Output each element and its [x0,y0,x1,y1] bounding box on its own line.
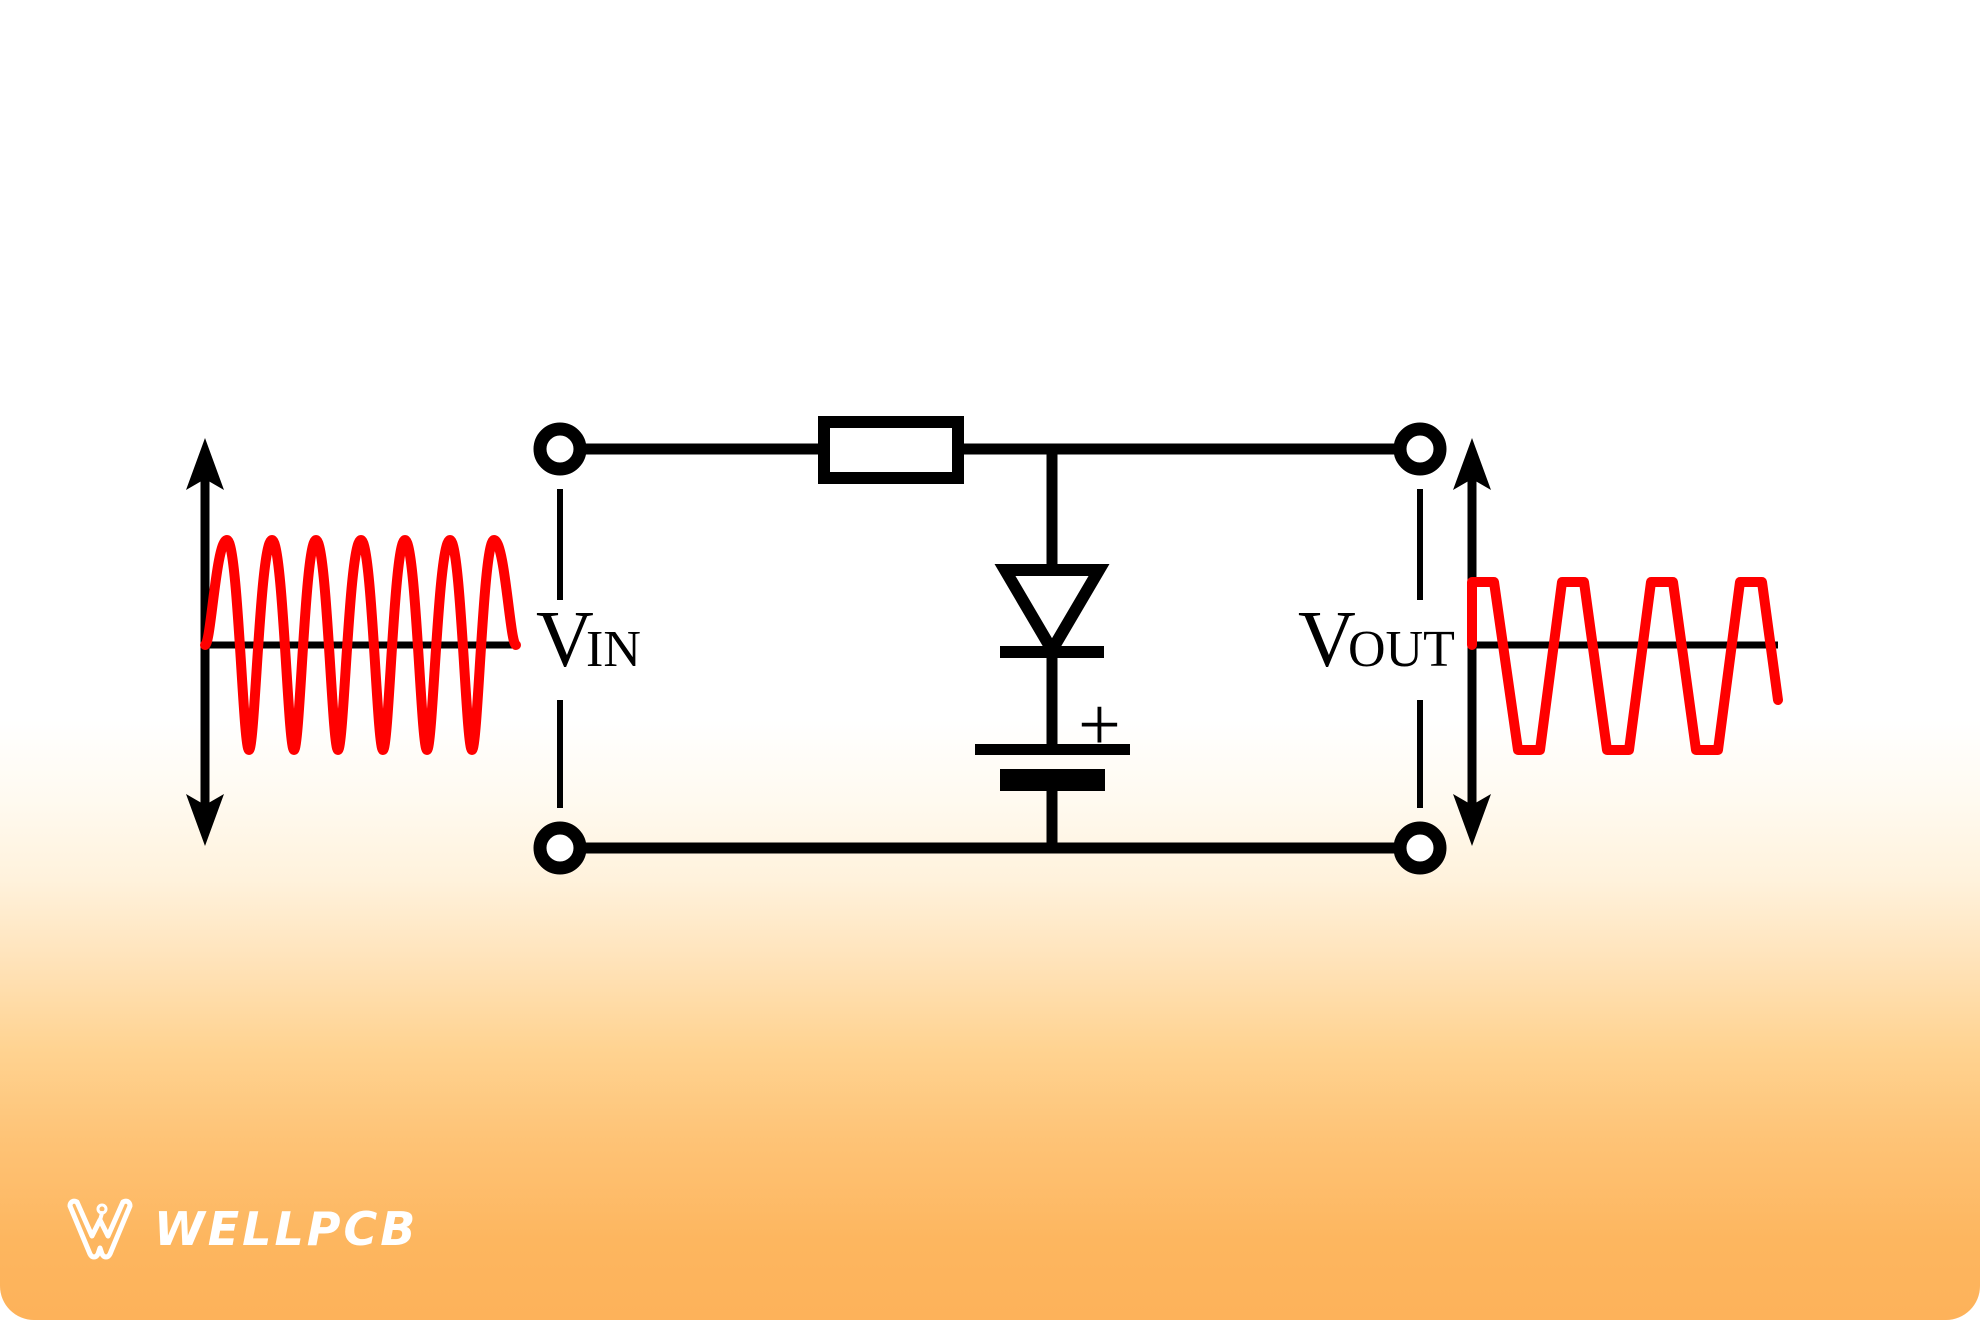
output-waveform-group [1453,438,1783,846]
series-resistor [818,416,964,484]
input-terminal-top[interactable] [533,422,587,476]
input-axis-arrow-up [186,438,224,490]
output-axis-arrow-up [1453,438,1491,490]
output-axis-arrow-down [1453,794,1491,846]
wellpcb-logo: WELLPCB [62,1196,418,1262]
vout-label-sub: OUT [1348,621,1455,678]
shunt-diode-triangle [994,564,1110,662]
vin-label-sub: IN [586,621,641,678]
input-axis-arrow-down [186,794,224,846]
circuit-core [533,416,1447,875]
output-clipped-path [1467,577,1783,755]
input-sine-path [200,535,521,755]
output-terminal-bottom[interactable] [1393,821,1447,875]
output-terminal-top[interactable] [1393,422,1447,476]
battery-positive-plate [975,744,1130,755]
wellpcb-w-mark [67,1198,133,1260]
input-waveform-group [186,438,521,846]
vout-label-main: V [1298,596,1356,684]
input-terminal-bottom[interactable] [533,821,587,875]
vin-label-main: V [536,596,594,684]
labels-group: V IN V OUT + [536,596,1455,767]
battery-plus-label: + [1078,683,1121,767]
wellpcb-logo-text: WELLPCB [154,1202,419,1256]
